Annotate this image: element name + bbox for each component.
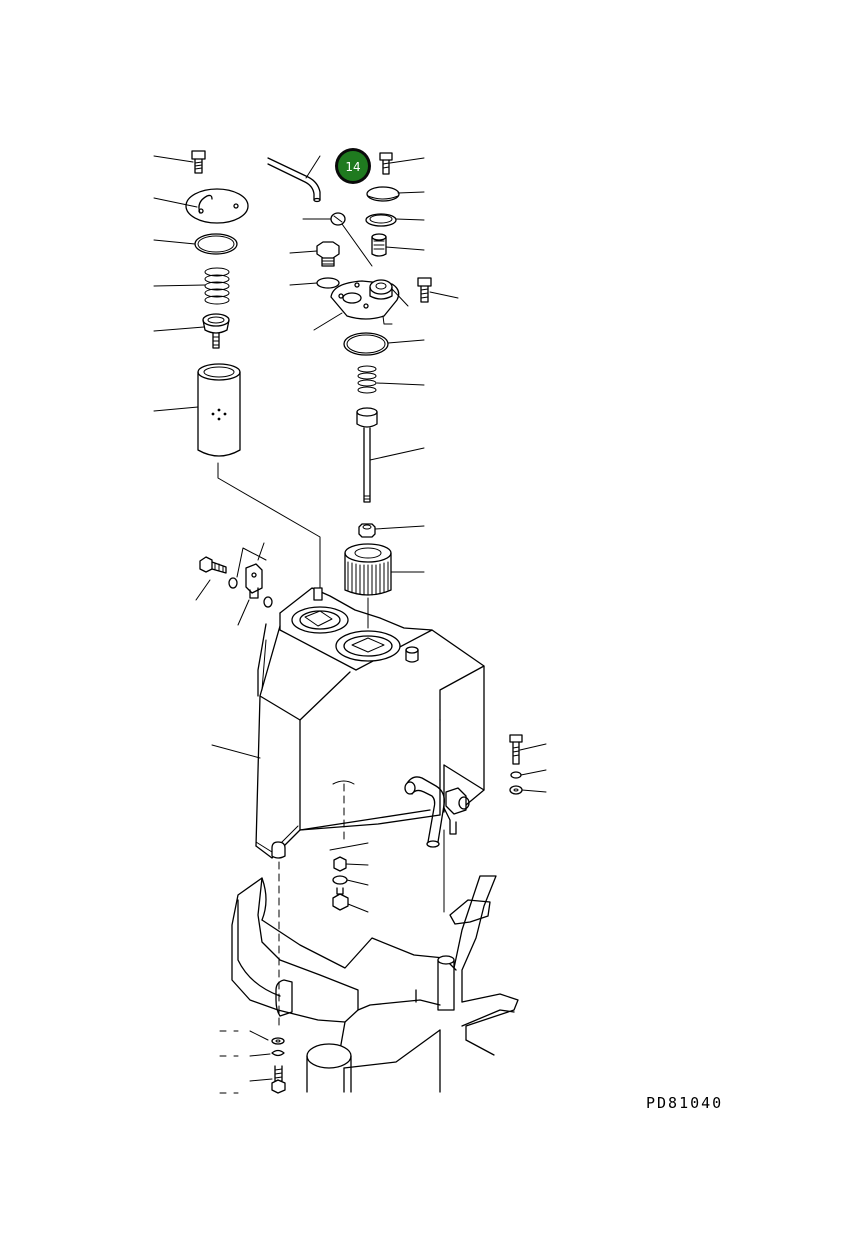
left-bolt bbox=[191, 150, 206, 174]
mount-hardware bbox=[219, 1030, 286, 1094]
drawing-code: PD81040 bbox=[646, 1094, 723, 1112]
left-spring bbox=[204, 267, 230, 305]
strainer-element bbox=[344, 543, 392, 596]
filter-head bbox=[330, 279, 400, 325]
bracket-bolt bbox=[199, 556, 227, 574]
callout-badge[interactable]: 14 bbox=[335, 148, 371, 184]
right-spring bbox=[357, 365, 377, 394]
strainer-rod bbox=[356, 407, 378, 503]
left-leader-lines bbox=[153, 155, 206, 412]
left-valve bbox=[202, 313, 230, 349]
plug-gasket bbox=[316, 277, 340, 289]
left-filter-element bbox=[197, 363, 241, 457]
small-clip bbox=[330, 212, 346, 226]
breather-tube bbox=[267, 157, 321, 203]
cap-ring bbox=[365, 213, 397, 227]
right-leader-lines bbox=[289, 157, 459, 573]
tank-ports bbox=[291, 587, 419, 663]
rod-nut bbox=[358, 523, 376, 538]
drain-hardware bbox=[329, 780, 369, 913]
tube-leader bbox=[305, 155, 321, 179]
plug-nut bbox=[316, 241, 340, 267]
tank-leader bbox=[211, 744, 261, 759]
head-bolt-line bbox=[391, 288, 409, 307]
head-bolt bbox=[417, 277, 432, 303]
strainer-small bbox=[371, 233, 387, 257]
callout-number: 14 bbox=[345, 160, 360, 174]
hydraulic-tank bbox=[255, 587, 485, 859]
side-hardware bbox=[509, 734, 547, 795]
callout-badge-fill bbox=[338, 151, 368, 181]
bracket-washer bbox=[228, 577, 238, 589]
clip-line bbox=[341, 223, 373, 267]
right-o-ring bbox=[343, 332, 389, 356]
left-o-ring bbox=[194, 233, 238, 255]
machine-frame bbox=[231, 875, 519, 1093]
left-cover-plate bbox=[185, 188, 249, 224]
tank-hose bbox=[404, 776, 470, 848]
bracket-washer-2 bbox=[263, 596, 273, 608]
bracket-leaders bbox=[195, 542, 267, 626]
cap-disc bbox=[366, 186, 400, 202]
bracket-clamp bbox=[245, 563, 263, 599]
filter-to-tank-line bbox=[217, 462, 321, 597]
right-small-bolt bbox=[379, 152, 393, 175]
